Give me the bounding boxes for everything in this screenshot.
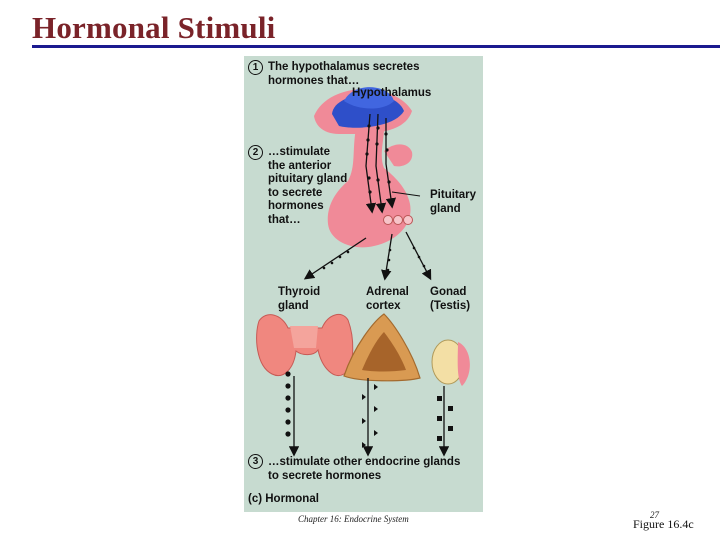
hypothalamus-label: Hypothalamus [352, 87, 431, 101]
hormonal-stimuli-diagram [244, 56, 483, 512]
step-1-number: 1 [248, 60, 263, 75]
footer-chapter: Chapter 16: Endocrine System [298, 514, 409, 524]
title-divider [32, 45, 720, 48]
step-3-text: …stimulate other endocrine glands to sec… [268, 456, 460, 483]
figure-caption: (c) Hormonal [248, 493, 319, 507]
figure-panel: 1 The hypothalamus secretes hormones tha… [244, 56, 483, 512]
footer-figure-reference: Figure 16.4c [633, 517, 694, 532]
adrenal-label: Adrenal cortex [366, 286, 409, 313]
pituitary-label: Pituitary gland [430, 189, 476, 216]
step-2-text: …stimulate the anterior pituitary gland … [268, 146, 347, 227]
step-3-number: 3 [248, 454, 263, 469]
slide-title: Hormonal Stimuli [32, 10, 275, 46]
testis-illustration [432, 340, 470, 386]
adrenal-illustration [344, 314, 420, 381]
thyroid-label: Thyroid gland [278, 286, 320, 313]
step-1-text: The hypothalamus secretes hormones that… [268, 61, 419, 88]
gonad-label: Gonad (Testis) [430, 286, 470, 313]
step-2-number: 2 [248, 145, 263, 160]
thyroid-illustration [257, 314, 353, 375]
